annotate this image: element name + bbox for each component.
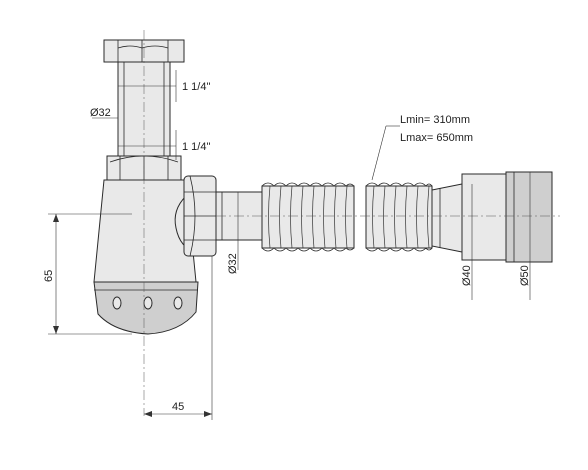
height-dimension: 65 [43, 213, 132, 335]
hose-lmin-label: Lmin= 310mm [400, 114, 470, 126]
socket-diameter-label: Ø40 [461, 265, 473, 286]
thread-top-dimension: 1 1/4" [118, 70, 210, 102]
bottle-body [93, 179, 197, 283]
outlet-diameter-dimension: Ø32 [227, 192, 239, 274]
outlet-socket [461, 171, 553, 263]
corrugated-hose-left [261, 182, 355, 252]
reducer [431, 183, 463, 253]
socket-diameter-dimension: Ø40 [461, 184, 473, 300]
bottom-cap [93, 281, 199, 335]
socket-outer-diameter-dimension: Ø50 [519, 172, 531, 300]
hose-length-callout: Lmin= 310mm Lmax= 650mm [371, 114, 473, 181]
height-label: 65 [43, 270, 55, 282]
drain-slot-left [112, 296, 122, 310]
drain-slot-center [143, 296, 153, 310]
outlet-diameter-label: Ø32 [227, 253, 239, 274]
pipe-diameter-dimension: Ø32 [90, 104, 119, 154]
pipe-diameter-label: Ø32 [90, 107, 111, 119]
width-dimension: 45 [144, 256, 213, 420]
socket-outer-diameter-label: Ø50 [519, 265, 531, 286]
corrugated-hose-right [365, 182, 433, 252]
hose-lmax-label: Lmax= 650mm [400, 132, 473, 144]
thread-top-label: 1 1/4" [182, 81, 210, 93]
drain-slot-right [173, 296, 183, 310]
thread-bottom-dimension: 1 1/4" [118, 130, 210, 160]
outlet-nut [183, 175, 217, 257]
width-label: 45 [172, 401, 184, 413]
thread-bottom-label: 1 1/4" [182, 141, 210, 153]
